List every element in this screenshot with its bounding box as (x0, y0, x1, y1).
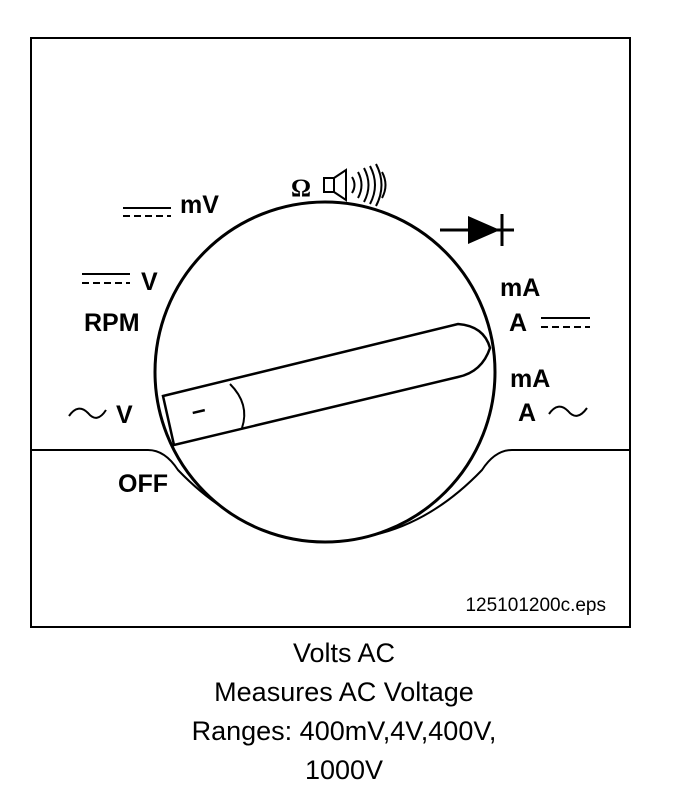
label-dc-mv: mV (180, 191, 219, 219)
label-off[interactable]: OFF (118, 470, 168, 498)
position-ohm-continuity[interactable]: Ω (291, 163, 387, 207)
dc-symbol-icon (123, 207, 171, 217)
label-dc-a: A (509, 309, 527, 337)
ac-sine-icon (68, 407, 107, 419)
ohm-symbol: Ω (291, 175, 311, 202)
caption-description: Measures AC Voltage (214, 677, 474, 707)
caption-ranges-line1: Ranges: 400mV,4V,400V, (191, 716, 497, 746)
continuity-speaker-icon (323, 163, 387, 207)
file-label: 125101200c.eps (465, 595, 606, 616)
diagram-caption: Volts AC Measures AC Voltage Ranges: 400… (0, 634, 688, 790)
caption-ranges-line2: 1000V (304, 755, 384, 785)
label-rpm[interactable]: RPM (84, 309, 140, 337)
diagram-frame (30, 37, 631, 628)
label-ac-a: A (518, 399, 536, 427)
position-dc-v[interactable]: V (82, 268, 158, 296)
ac-sine-icon (548, 405, 588, 417)
label-dc-ma: mA (500, 274, 540, 302)
label-dc-v: V (141, 268, 158, 296)
dc-symbol-icon (82, 273, 130, 284)
position-ac-ma-a[interactable]: mA A (510, 365, 588, 427)
dc-symbol-icon (541, 317, 590, 328)
position-ac-v[interactable]: V (68, 401, 133, 429)
label-ac-ma: mA (510, 365, 550, 393)
position-dc-mv[interactable]: mV (123, 191, 219, 219)
pointer-tip-arc (229, 383, 246, 429)
multimeter-dial-diagram: – Ω mV V RPM V (30, 37, 631, 628)
dial-pointer[interactable]: – (161, 322, 492, 447)
caption-title: Volts AC (292, 638, 396, 668)
pointer-mark: – (189, 395, 209, 425)
label-ac-v: V (116, 401, 133, 429)
diode-icon[interactable] (440, 214, 514, 246)
position-dc-ma-a[interactable]: mA A (500, 274, 590, 337)
